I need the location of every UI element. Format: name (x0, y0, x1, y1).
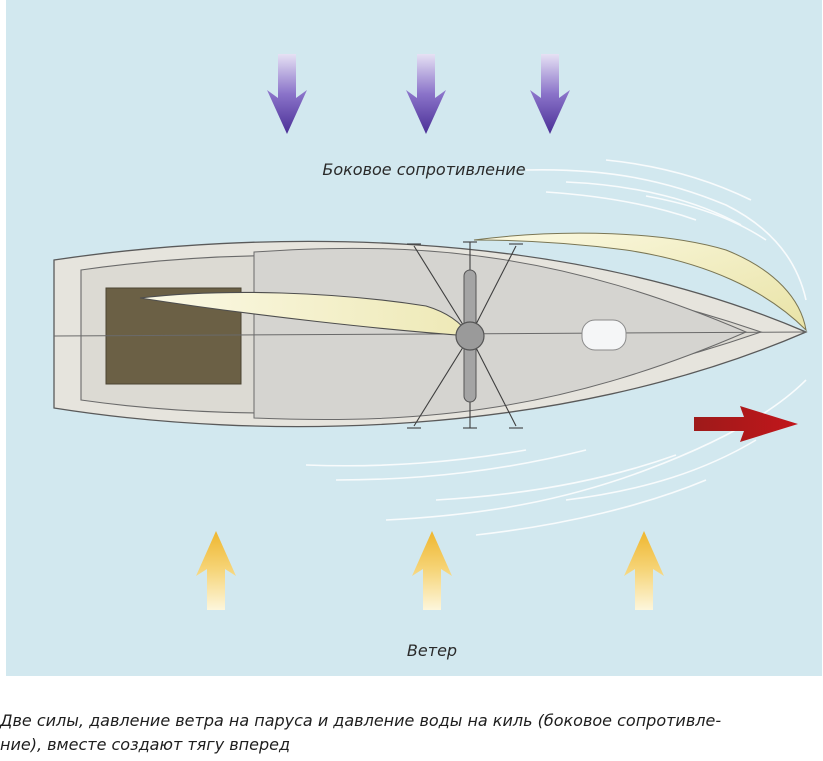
forward-hatch (581, 319, 627, 351)
arrow-right-icon (694, 406, 798, 442)
arrow-down-icon (530, 54, 570, 134)
caption-line-2: ние), вместе создают тягу вперед (0, 735, 291, 754)
mainsail (139, 291, 472, 337)
arrow-down-icon (406, 54, 446, 134)
resistance-arrows (267, 54, 570, 134)
arrow-up-icon (412, 531, 452, 610)
arrow-down-icon (267, 54, 307, 134)
caption-line-1: Две силы, давление ветра на паруса и дав… (0, 711, 722, 730)
wind-arrows (196, 531, 664, 610)
mast (455, 321, 485, 351)
centerline (53, 331, 807, 337)
sailing-forces-diagram: Боковое сопротивление (6, 0, 822, 676)
jib (473, 232, 807, 332)
water-flow-lines (305, 159, 807, 536)
arrow-up-icon (624, 531, 664, 610)
wind-label: Ветер (407, 641, 457, 660)
figure-caption: Две силы, давление ветра на паруса и дав… (0, 709, 823, 757)
arrow-up-icon (196, 531, 236, 610)
lateral-resistance-label: Боковое сопротивление (322, 160, 525, 179)
